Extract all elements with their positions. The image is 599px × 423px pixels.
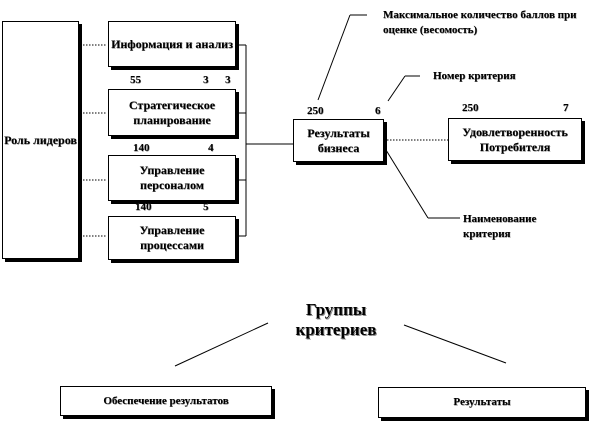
business-results-title: Результаты бизнеса [307, 125, 370, 155]
enabler-box-personnel: Управление персоналом [108, 155, 236, 201]
group-line-results [403, 324, 507, 364]
annotation-criterion-number: Номер критерия [433, 70, 516, 82]
groups-title: Группы критериев [295, 300, 377, 339]
business-results-box: Результаты бизнеса [293, 119, 384, 162]
enabler-max-points: 140 [135, 201, 152, 213]
enabler-title: Информация и анализ [111, 36, 233, 51]
group-box-enablers: Обеспечение результатов [60, 386, 272, 416]
pointer-max-points [317, 14, 351, 101]
enabler-number: 4 [208, 142, 214, 154]
enabler-number: 3 [225, 74, 231, 86]
group-box-results: Результаты [378, 387, 586, 418]
customer-satisfaction-max-points: 250 [462, 102, 479, 114]
enabler-number: 3 [203, 74, 209, 86]
customer-satisfaction-title: Удовлетворенность Потребителя [462, 124, 568, 154]
leadership-box: Роль лидеров [2, 21, 79, 259]
group-results-label: Результаты [453, 396, 511, 408]
customer-satisfaction-number: 7 [563, 102, 569, 114]
leadership-label: Роль лидеров [4, 132, 77, 147]
enabler-number: 5 [203, 201, 209, 213]
enabler-box-strategic-planning: Стратегическое планирование [108, 89, 236, 136]
business-results-max-points: 250 [307, 105, 324, 117]
annotation-max-points: Максимальное количество баллов при оценк… [383, 9, 577, 36]
enabler-max-points: 140 [133, 142, 150, 154]
enabler-box-processes: Управление процессами [108, 216, 236, 260]
enabler-title: Стратегическое планирование [128, 97, 216, 127]
customer-satisfaction-box: Удовлетворенность Потребителя [448, 118, 582, 161]
group-line-enablers [174, 322, 269, 367]
annotation-criterion-name: Наименование критерия [463, 213, 537, 240]
group-enablers-label: Обеспечение результатов [103, 394, 229, 407]
pointer-criterion-name [385, 149, 429, 219]
enabler-title: Управление персоналом [139, 163, 205, 192]
enabler-max-points: 55 [130, 74, 141, 86]
enabler-title: Управление процессами [139, 223, 205, 252]
pointer-criterion-number [387, 75, 406, 102]
business-results-number: 6 [375, 105, 381, 117]
enabler-box-info-analysis: Информация и анализ [108, 21, 236, 67]
